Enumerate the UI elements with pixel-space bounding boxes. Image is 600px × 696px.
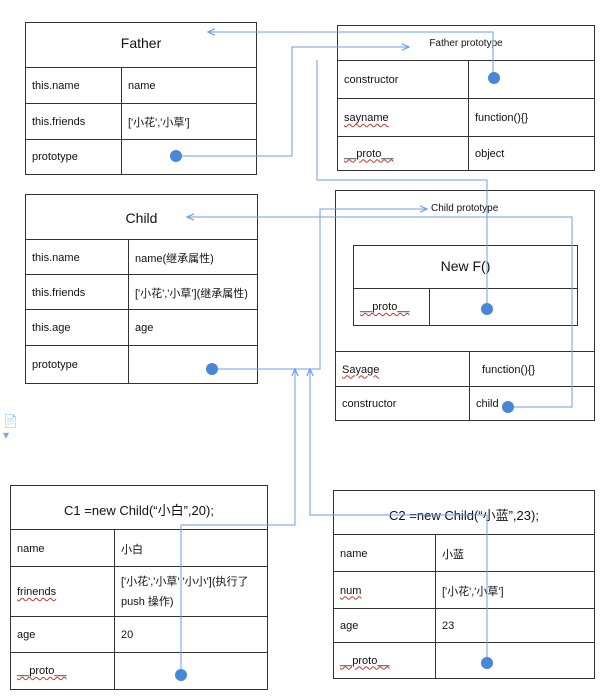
c1-row: name 小白	[11, 529, 267, 567]
c2-key: num	[340, 584, 362, 597]
father-key: this.friends	[32, 116, 86, 128]
father-value: ['小花','小草']	[128, 117, 190, 129]
c1-row: age 20	[11, 616, 267, 653]
c2-key: age	[340, 620, 359, 632]
c2-row: __proto__	[334, 642, 594, 678]
c2-row: age 23	[334, 608, 594, 643]
c1-key: age	[17, 629, 36, 641]
new-f-box: New F() __proto__	[353, 245, 578, 326]
c2-value: 小蓝	[442, 548, 464, 561]
father-prototype-title: Father prototype	[429, 38, 503, 49]
father-prototype-dot	[170, 150, 182, 162]
father-row: prototype	[26, 139, 256, 174]
father-row: this.friends ['小花','小草']	[26, 103, 256, 140]
child-value: age	[135, 322, 154, 334]
c2-proto-pointer	[310, 369, 488, 663]
father-prototype-row: sayname function(){}	[338, 98, 594, 137]
c2-key: name	[340, 547, 368, 560]
child-key: this.friends	[32, 286, 86, 299]
c2-proto-dot	[481, 657, 493, 669]
c1-box: C1 =new Child(“小白”,20); name 小白 frinends…	[10, 485, 268, 690]
c1-title: C1 =new Child(“小白”,20);	[64, 503, 214, 518]
c1-proto-dot	[175, 669, 187, 681]
new-f-title: New F()	[440, 258, 491, 274]
father-proto-constructor-pointer	[208, 32, 494, 78]
father-prototype-pointer	[176, 47, 409, 157]
father-key: this.name	[32, 80, 80, 92]
father-box: Father this.name name this.friends ['小花'…	[25, 22, 257, 175]
child-prototype-title: Child prototype	[431, 203, 499, 214]
father-prototype-key: sayname	[344, 112, 389, 124]
c2-value: 23	[442, 620, 455, 632]
c1-key: __proto__	[17, 665, 67, 677]
child-prototype-row: Sayage function(){}	[336, 351, 594, 387]
child-key: this.name	[32, 251, 80, 264]
c1-key: name	[17, 542, 45, 555]
father-prototype-value: function(){}	[475, 112, 529, 124]
father-prototype-key: __proto__	[344, 147, 394, 160]
child-prototype-value: function(){}	[482, 363, 536, 376]
child-prototype-pointer	[212, 209, 427, 370]
child-row: this.age age	[26, 309, 257, 346]
child-key: prototype	[32, 358, 78, 371]
c1-value: 20	[121, 629, 134, 641]
father-title: Father	[120, 35, 162, 51]
new-f-row: __proto__	[354, 288, 577, 325]
c1-row: frinends ['小花','小草','小小'](执行了push 操作)	[11, 566, 267, 617]
father-value: name	[128, 80, 156, 92]
father-proto-constructor-dot	[488, 72, 500, 84]
child-prototype-key: Sayage	[342, 363, 380, 376]
father-prototype-value: object	[475, 147, 505, 160]
new-f-key: __proto__	[360, 301, 410, 313]
child-proto-constructor-pointer	[187, 217, 573, 408]
father-key: prototype	[32, 151, 78, 163]
c1-value: 小白	[121, 543, 143, 556]
father-prototype-key: constructor	[344, 74, 399, 86]
c2-row: name 小蓝	[334, 534, 594, 572]
child-value: name(继承属性)	[135, 252, 214, 265]
child-title: Child	[125, 210, 158, 226]
c2-key: __proto__	[340, 654, 390, 667]
child-prototype-dot	[206, 363, 218, 375]
c1-proto-pointer	[180, 369, 295, 675]
c2-box: C2 =new Child(“小蓝”,23); name 小蓝 num ['小花…	[333, 490, 595, 679]
child-row: prototype	[26, 345, 257, 383]
document-icon[interactable]: 📄▾	[3, 414, 18, 442]
child-proto-constructor-dot	[502, 401, 514, 413]
child-row: this.friends ['小花','小草'](继承属性)	[26, 274, 257, 310]
child-proto-inner-proto-pointer	[316, 60, 488, 309]
father-prototype-row: constructor	[338, 60, 594, 99]
child-box: Child this.name name(继承属性) this.friends …	[25, 194, 258, 384]
c2-value: ['小花','小草']	[442, 585, 504, 598]
child-value: ['小花','小草'](继承属性)	[135, 287, 248, 300]
child-prototype-box: Child prototype New F() __proto__ Sayage…	[335, 190, 595, 421]
c2-row: num ['小花','小草']	[334, 571, 594, 609]
child-prototype-key: constructor	[342, 397, 397, 410]
child-prototype-value: child	[476, 397, 499, 410]
father-prototype-box: Father prototype constructor sayname fun…	[337, 25, 595, 171]
new-f-proto-dot	[481, 303, 493, 315]
c1-value: ['小花','小草','小小'](执行了push 操作)	[121, 576, 249, 608]
c1-key: frinends	[17, 586, 57, 598]
father-prototype-row: __proto__ object	[338, 136, 594, 170]
child-key: this.age	[32, 322, 71, 334]
child-prototype-row: constructor child	[336, 386, 594, 420]
c1-row: __proto__	[11, 652, 267, 689]
child-row: this.name name(继承属性)	[26, 239, 257, 275]
father-row: this.name name	[26, 67, 256, 104]
